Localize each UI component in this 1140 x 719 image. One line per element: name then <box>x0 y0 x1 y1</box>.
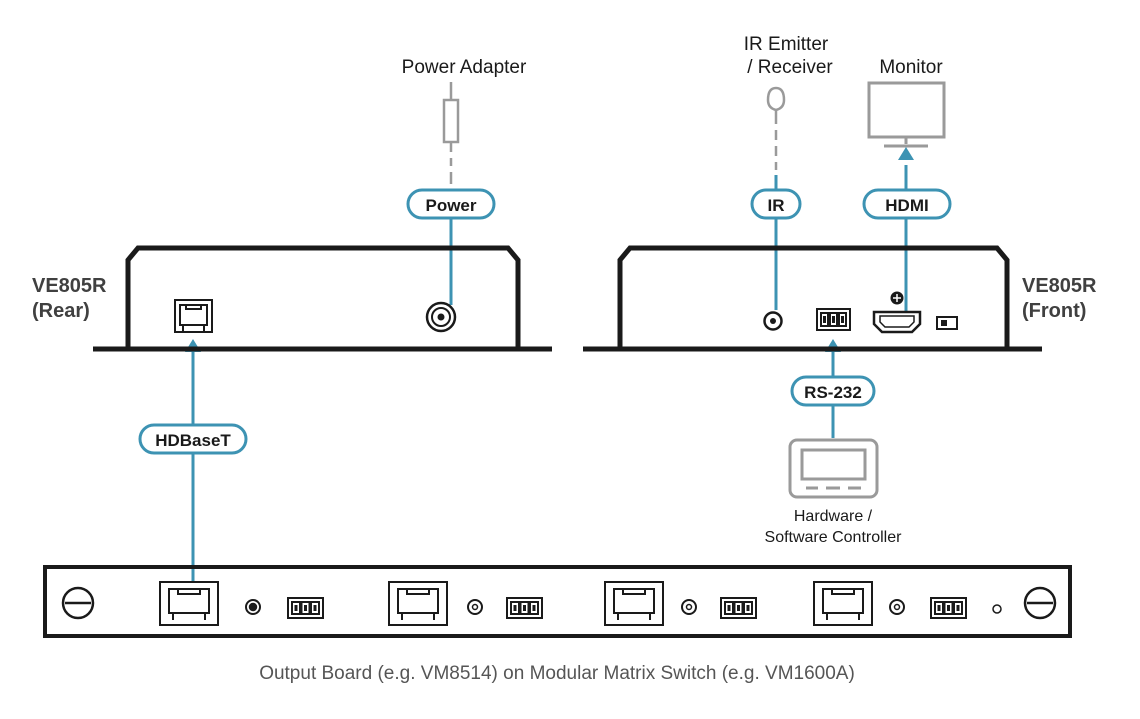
board-ir-jack-icon <box>245 599 261 615</box>
controller-label-line1: Hardware / <box>794 508 873 525</box>
board-ir-jack-icon <box>467 599 483 615</box>
board-ir-jack-icon <box>889 599 905 615</box>
ir-tag-label: IR <box>768 196 785 215</box>
board-rs232-terminal-icon <box>930 597 967 619</box>
board-port-group <box>604 581 757 626</box>
board-port-group <box>159 581 324 626</box>
rs232-tag: RS-232 <box>790 375 876 407</box>
power-adapter-icon <box>442 82 460 184</box>
power-tag: Power <box>406 188 496 220</box>
hdbaset-tag: HDBaseT <box>138 423 248 455</box>
power-adapter-label: Power Adapter <box>402 57 527 78</box>
rs232-tag-label: RS-232 <box>804 383 862 402</box>
board-rj45-port-icon <box>159 581 219 626</box>
front-unit-title: VE805R <box>1022 275 1097 297</box>
hdmi-tag-label: HDMI <box>885 196 928 215</box>
board-led-icon <box>992 604 1002 614</box>
front-hdmi-port-icon <box>872 310 922 334</box>
diagram-caption: Output Board (e.g. VM8514) on Modular Ma… <box>259 663 855 684</box>
ir-emitter-label-line1: IR Emitter <box>744 34 829 55</box>
ir-emitter-label-line2: / Receiver <box>747 57 833 78</box>
front-rs232-terminal-icon <box>816 308 851 331</box>
hdbaset-tag-label: HDBaseT <box>155 431 231 450</box>
front-ir-jack-icon <box>763 311 783 331</box>
board-left-screw-icon <box>61 586 95 620</box>
board-right-screw-icon <box>1023 586 1057 620</box>
rear-hdbaset-port-icon <box>174 299 213 333</box>
output-board <box>43 565 1072 638</box>
front-unit-subtitle: (Front) <box>1022 300 1086 322</box>
controller-label-line2: Software Controller <box>765 529 903 546</box>
board-port-groups <box>159 581 967 626</box>
board-rs232-terminal-icon <box>287 597 324 619</box>
board-port-group <box>813 581 967 626</box>
hdmi-arrow-icon <box>898 147 914 160</box>
monitor-label: Monitor <box>879 57 943 78</box>
ir-emitter-icon <box>766 86 786 170</box>
rear-unit-subtitle: (Rear) <box>32 300 90 322</box>
board-rj45-port-icon <box>813 581 873 626</box>
rear-power-jack-icon <box>425 301 457 333</box>
ve805r-rear-unit <box>93 245 552 352</box>
monitor-icon <box>867 81 946 148</box>
board-rj45-port-icon <box>388 581 448 626</box>
controller-icon <box>788 438 879 499</box>
ve805r-front-unit <box>583 245 1042 352</box>
hdmi-tag: HDMI <box>862 188 952 220</box>
board-rs232-terminal-icon <box>720 597 757 619</box>
board-rs232-terminal-icon <box>506 597 543 619</box>
rear-unit-title: VE805R <box>32 275 107 297</box>
power-tag-label: Power <box>425 196 476 215</box>
front-dip-switch-icon <box>936 316 958 330</box>
board-rj45-port-icon <box>604 581 664 626</box>
ir-tag: IR <box>750 188 802 220</box>
board-port-group <box>388 581 543 626</box>
front-hdmi-screw-icon <box>890 291 904 305</box>
board-ir-jack-icon <box>681 599 697 615</box>
